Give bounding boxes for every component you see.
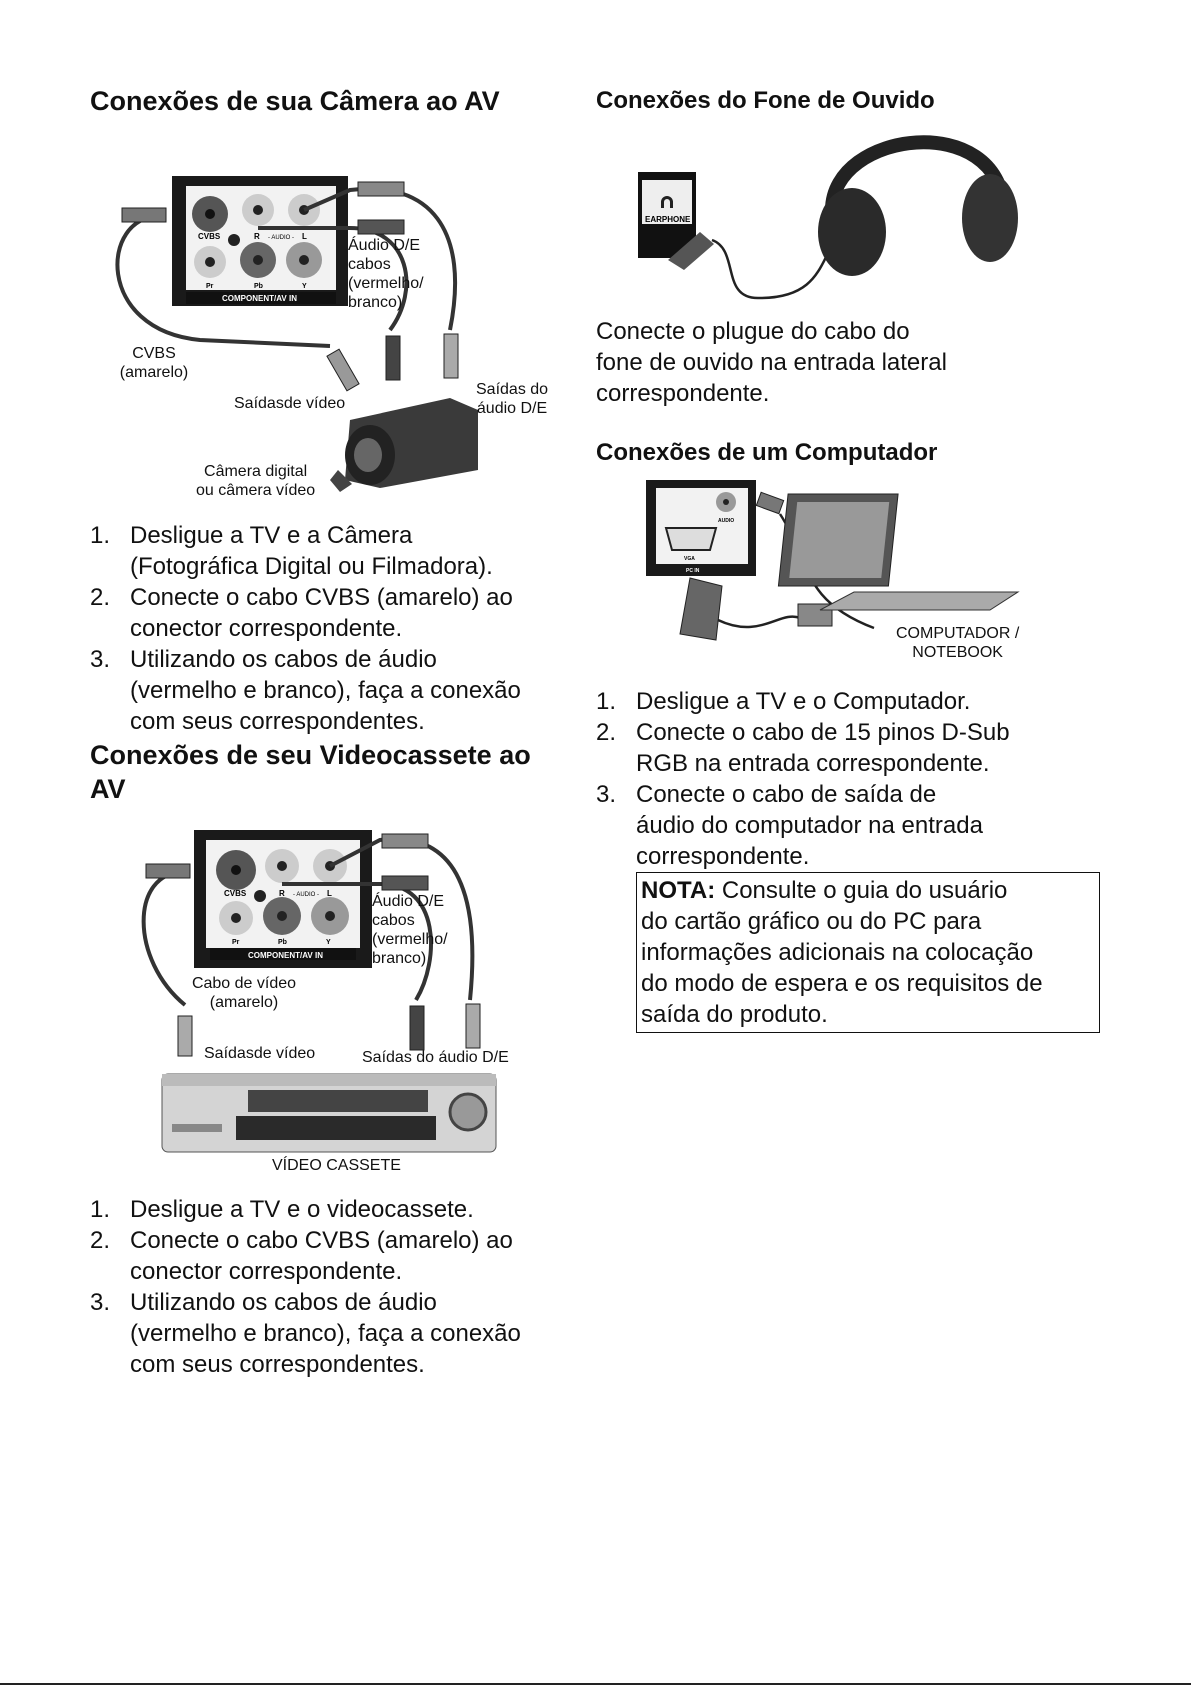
headphone-section-title: Conexões do Fone de Ouvido bbox=[596, 87, 935, 114]
panel-y-label: Y bbox=[326, 939, 331, 946]
headphone-diagram: EARPHONE bbox=[638, 135, 1018, 300]
panel-cvbs-label: CVBS bbox=[198, 232, 221, 241]
note-text: Consulte o guia do usuário bbox=[715, 877, 1008, 904]
list-item: 1.Desligue a TV e a Câmera(Fotográfica D… bbox=[90, 522, 493, 580]
panel-pr-label: Pr bbox=[232, 939, 240, 946]
panel-cvbs-label: CVBS bbox=[224, 889, 247, 898]
note-label: NOTA: bbox=[641, 877, 716, 904]
camera-device-label: Câmera digital ou câmera vídeo bbox=[196, 463, 316, 499]
panel-l-label: L bbox=[302, 232, 307, 241]
list-item: 1.Desligue a TV e o Computador. bbox=[596, 688, 971, 715]
camera-audio-out-label: Saídas do áudio D/E bbox=[476, 381, 549, 417]
panel-footer-label: COMPONENT/AV IN bbox=[222, 294, 297, 303]
list-item: 3.Utilizando os cabos de áudio(vermelho … bbox=[90, 646, 521, 735]
computer-steps-list: 1.Desligue a TV e o Computador. 2.Conect… bbox=[596, 686, 1136, 872]
panel-pr-label: Pr bbox=[206, 283, 214, 290]
camera-steps-list: 1.Desligue a TV e a Câmera(Fotográfica D… bbox=[90, 520, 570, 737]
vcr-section-title: Conexões de seu Videocassete ao AV bbox=[90, 740, 531, 804]
camera-cvbs-label: CVBS (amarelo) bbox=[119, 345, 189, 381]
vcr-video-cable-label: Cabo de vídeo (amarelo) bbox=[191, 975, 297, 1011]
panel-footer-label: COMPONENT/AV IN bbox=[248, 951, 323, 960]
vcr-video-out-label: Saídasde vídeo bbox=[204, 1045, 316, 1062]
panel-vga-label: VGA bbox=[684, 556, 695, 562]
page-bottom-rule bbox=[0, 1683, 1191, 1685]
camera-section-title: Conexões de sua Câmera ao AV bbox=[90, 86, 500, 116]
earphone-jack-label: EARPHONE bbox=[645, 215, 691, 224]
vcr-audio-cables-label: Áudio D/E cabos (vermelho/ branco) bbox=[372, 893, 448, 967]
panel-pb-label: Pb bbox=[254, 283, 263, 290]
headphone-instructions: Conecte o plugue do cabo do fone de ouvi… bbox=[596, 318, 947, 407]
panel-r-label: R bbox=[279, 889, 285, 898]
computer-section-title: Conexões de um Computador bbox=[596, 439, 938, 466]
panel-l-label: L bbox=[327, 889, 332, 898]
vcr-audio-out-label: Saídas do áudio D/E bbox=[362, 1049, 509, 1066]
list-item: 1.Desligue a TV e o videocassete. bbox=[90, 1196, 474, 1223]
camera-connection-diagram: CVBS R - AUDIO - L Pr Pb Y COMPONENT/AV … bbox=[115, 176, 478, 492]
panel-y-label: Y bbox=[302, 283, 307, 290]
panel-audio-label: AUDIO bbox=[718, 518, 734, 524]
panel-audio-label: - AUDIO - bbox=[293, 892, 319, 898]
panel-pb-label: Pb bbox=[278, 939, 287, 946]
camera-video-out-label: Saídasde vídeo bbox=[234, 395, 346, 412]
list-item: 3.Utilizando os cabos de áudio(vermelho … bbox=[90, 1289, 521, 1378]
panel-audio-label: - AUDIO - bbox=[268, 235, 294, 241]
computer-device-label: COMPUTADOR / NOTEBOOK bbox=[896, 625, 1020, 661]
panel-r-label: R bbox=[254, 232, 260, 241]
vcr-steps-list: 1.Desligue a TV e o videocassete. 2.Cone… bbox=[90, 1194, 570, 1380]
vcr-connection-diagram: CVBS R - AUDIO - L Pr Pb Y COMPONENT/AV … bbox=[141, 830, 497, 1153]
vcr-device-label: VÍDEO CASSETE bbox=[272, 1157, 401, 1174]
camera-audio-cables-label: Áudio D/E cabos (vermelho/ branco) bbox=[348, 237, 424, 311]
computer-connection-diagram: AUDIO VGA PC IN bbox=[646, 480, 1020, 641]
headphone-icon bbox=[661, 196, 673, 208]
note-box: NOTA: Consulte o guia do usuário do cart… bbox=[636, 872, 1100, 1033]
panel-pc-in-label: PC IN bbox=[686, 568, 700, 574]
